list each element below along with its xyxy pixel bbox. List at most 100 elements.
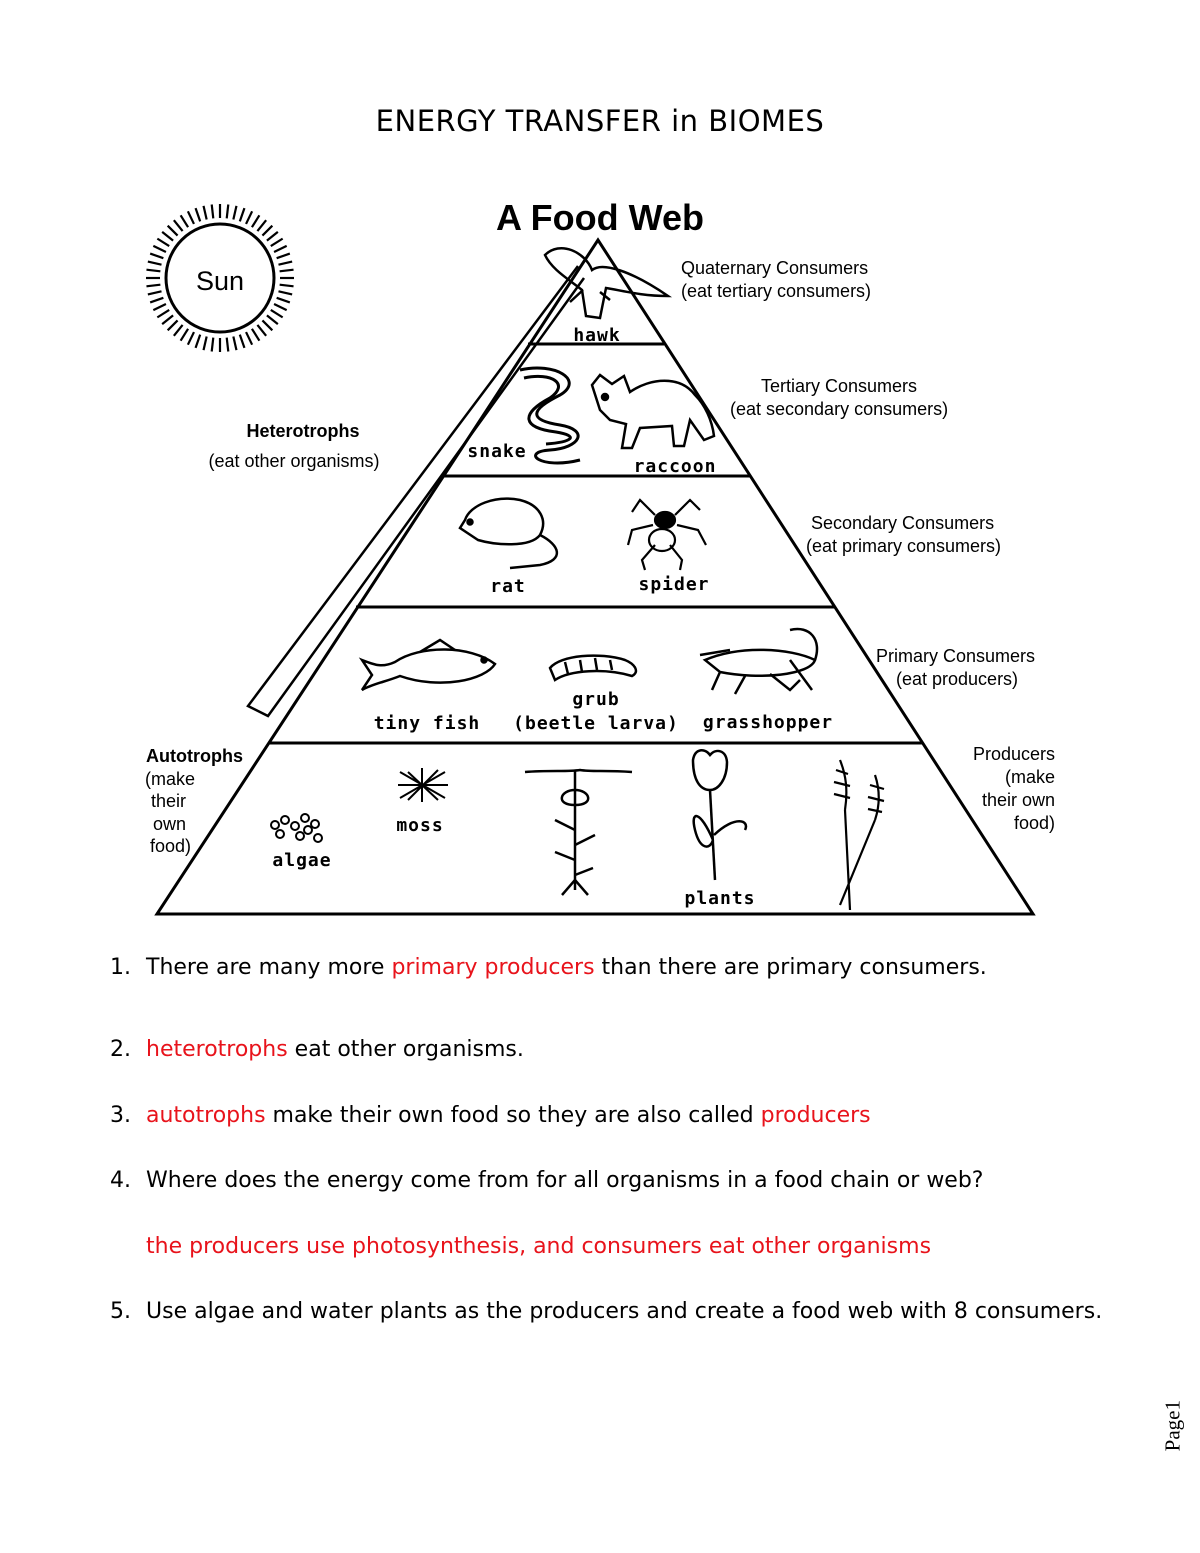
sun-ray — [266, 231, 279, 242]
level-desc: (eat tertiary consumers) — [681, 281, 871, 301]
answer-text: primary producers — [391, 955, 595, 980]
sun-label: Sun — [196, 266, 244, 296]
organism-label: grasshopper — [703, 712, 833, 733]
sun-ray — [179, 328, 190, 342]
sun-ray — [186, 331, 195, 346]
organism-label: algae — [272, 850, 331, 871]
grasshopper-icon — [699, 627, 819, 695]
sun-ray — [225, 337, 230, 352]
sun-ray — [232, 336, 238, 351]
answer-text: autotrophs — [146, 1103, 266, 1128]
heterotrophs-bracket — [246, 265, 586, 718]
sun-ray — [146, 268, 161, 273]
sun-ray — [273, 244, 288, 253]
level-desc: (eat primary consumers) — [806, 536, 1001, 556]
sun-ray — [261, 319, 274, 332]
question-5: 5.Use algae and water plants as the prod… — [110, 1299, 1103, 1324]
question-3: 3.autotrophs make their own food so they… — [110, 1103, 871, 1128]
sun-ray — [166, 224, 179, 237]
autotrophs-desc-line: own — [153, 814, 186, 834]
level-desc: (eat secondary consumers) — [730, 399, 948, 419]
organism-label: tiny fish — [374, 713, 481, 734]
level-desc-line: (make — [1005, 767, 1055, 787]
answer-text: producers — [760, 1103, 871, 1128]
sun-ray — [225, 204, 230, 219]
organism-label: snake — [467, 441, 526, 462]
sun-ray — [173, 324, 184, 337]
sun-ray — [276, 296, 291, 304]
sun-ray — [146, 283, 161, 288]
grub-icon — [548, 654, 638, 682]
level-name: Primary Consumers — [876, 646, 1035, 666]
sun-ray — [238, 207, 246, 222]
sun-ray — [161, 314, 174, 325]
autotrophs-desc-line: their — [151, 791, 186, 811]
sun-ray — [186, 210, 195, 225]
sun-ray — [250, 214, 261, 228]
sun-ray — [156, 237, 170, 248]
level-name: Quaternary Consumers — [681, 258, 868, 278]
level-name: Secondary Consumers — [811, 513, 994, 533]
rat-icon — [458, 497, 559, 570]
sun-ray — [276, 252, 291, 260]
level-desc-line: food) — [1014, 813, 1055, 833]
page-number: Page1 — [1160, 1400, 1184, 1452]
answer-text: heterotrophs — [146, 1037, 288, 1062]
autotrophs-title: Autotrophs — [146, 746, 243, 766]
sun-ray — [210, 337, 215, 352]
sun-ray — [232, 205, 238, 220]
organism-label: moss — [396, 815, 443, 836]
question-2: 2.heterotrophs eat other organisms. — [110, 1037, 524, 1062]
tulip-icon — [691, 749, 748, 881]
sun-ray — [270, 237, 284, 248]
diagram-title: A Food Web — [496, 197, 704, 238]
sun-ray — [270, 308, 284, 319]
sun-ray — [245, 210, 254, 225]
sun-ray — [279, 268, 294, 273]
level-desc: (eat producers) — [896, 669, 1018, 689]
sun-ray — [149, 296, 164, 304]
page-title: ENERGY TRANSFER in BIOMES — [375, 104, 825, 138]
hawk-icon — [543, 246, 673, 320]
sun-ray — [256, 324, 267, 337]
organism-label: (beetle larva) — [513, 713, 679, 734]
sun-ray — [278, 260, 293, 266]
sun-ray — [173, 219, 184, 232]
sun-ray — [194, 207, 202, 222]
organism-label: hawk — [573, 325, 620, 346]
sun-ray — [147, 260, 162, 266]
sun-ray — [278, 290, 293, 296]
sun-icon — [146, 204, 294, 352]
question-4: 4.Where does the energy come from for al… — [110, 1168, 984, 1193]
fish-icon — [358, 638, 497, 692]
heterotrophs-title: Heterotrophs — [246, 421, 359, 441]
pyramid-outline — [154, 237, 1036, 916]
sun-ray — [179, 214, 190, 228]
autotrophs-desc-line: (make — [145, 769, 195, 789]
question-1: 1.There are many more primary producers … — [110, 955, 987, 980]
food-web-diagram: A Food Web Sun Heterotrophs (eat other o… — [145, 197, 1055, 916]
sun-ray — [266, 314, 279, 325]
sun-ray — [161, 231, 174, 242]
sun-ray — [166, 319, 179, 332]
autotrophs-desc-line: food) — [150, 836, 191, 856]
organism-label: rat — [490, 576, 526, 597]
sun-ray — [261, 224, 274, 237]
spider-icon — [626, 498, 707, 571]
moss-icon — [398, 768, 448, 802]
sun-ray — [279, 283, 294, 288]
sun-ray — [256, 219, 267, 232]
organism-label: grub — [572, 689, 619, 710]
seedling-icon — [524, 768, 633, 896]
heterotrophs-desc: (eat other organisms) — [208, 451, 379, 471]
sun-ray — [156, 308, 170, 319]
sun-ray — [147, 290, 162, 296]
sun-ray — [194, 334, 202, 349]
sun-ray — [202, 205, 208, 220]
sun-ray — [273, 303, 288, 312]
sun-ray — [245, 331, 254, 346]
algae-icon — [270, 813, 323, 843]
sun-ray — [202, 336, 208, 351]
sun-ray — [210, 204, 215, 219]
level-name: Producers — [973, 744, 1055, 764]
